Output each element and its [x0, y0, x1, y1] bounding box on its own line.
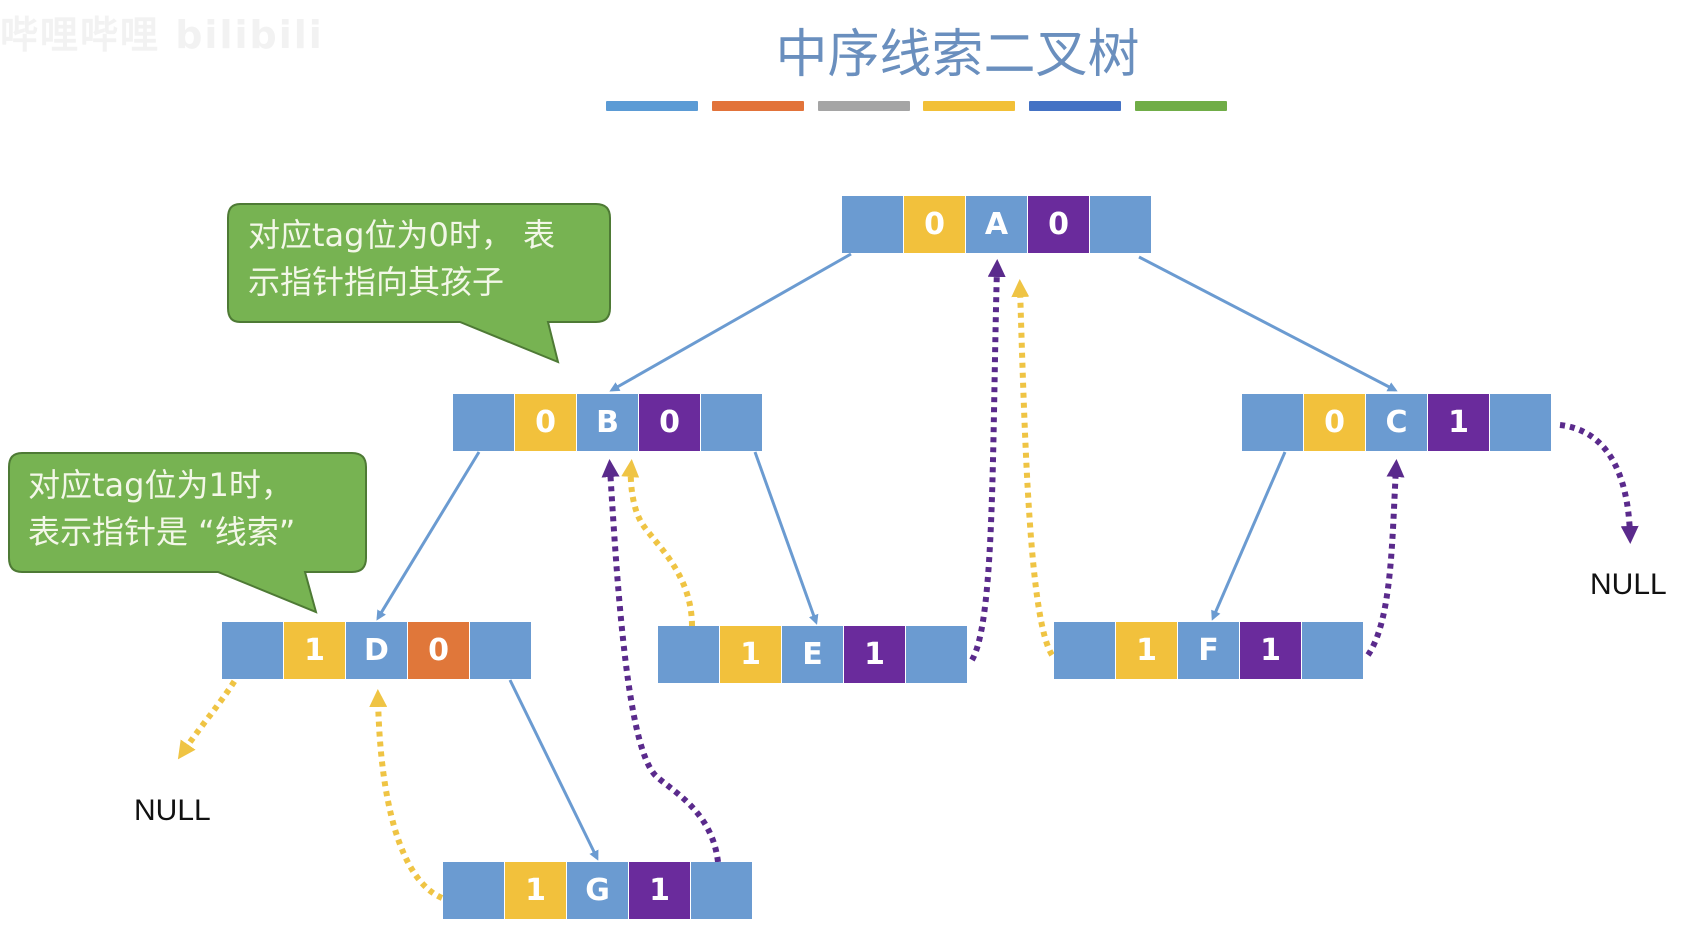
- slide-title: 中序线索二叉树: [0, 12, 1705, 87]
- lchild-cell: [1054, 622, 1115, 679]
- ltag-cell: 1: [720, 626, 781, 683]
- lchild-cell: [453, 394, 514, 451]
- thread-g-to-b: [601, 459, 721, 863]
- lchild-cell: [222, 622, 283, 679]
- ltag-cell: 0: [1304, 394, 1365, 451]
- color-bar-segment: [818, 101, 910, 111]
- thread-f-to-c: [1365, 459, 1405, 657]
- watermark: 哔哩哔哩 bilibili: [0, 13, 324, 57]
- data-cell: E: [782, 626, 843, 683]
- rchild-cell: [701, 394, 762, 451]
- null-label-left: NULL: [134, 794, 211, 827]
- ltag-cell: 1: [1116, 622, 1177, 679]
- thread-c-to-null: [1559, 422, 1639, 544]
- color-bar-segment: [1029, 101, 1121, 111]
- rchild-cell: [691, 862, 752, 919]
- callout-tag1-line2: 表示指针是 “线索”: [28, 513, 296, 551]
- child-edge-a-c: [1138, 255, 1398, 392]
- data-cell: B: [577, 394, 638, 451]
- data-cell: F: [1178, 622, 1239, 679]
- child-edge-d-g: [508, 679, 599, 861]
- thread-g-to-d: [369, 689, 444, 901]
- thread-e-to-b: [621, 459, 695, 627]
- callout-tag1: 对应tag位为1时， 表示指针是 “线索”: [28, 462, 295, 556]
- lchild-cell: [1242, 394, 1303, 451]
- rtag-cell: 1: [844, 626, 905, 683]
- callout-tag0-line1: 对应tag位为0时， 表: [248, 216, 556, 254]
- callout-bubble-tag0: [227, 203, 611, 364]
- color-bar-segment: [923, 101, 1015, 111]
- data-cell: A: [966, 196, 1027, 253]
- child-edge-a-b: [609, 252, 852, 392]
- slide-title-text: 中序线索二叉树: [775, 25, 1140, 85]
- thread-d-to-null: [177, 662, 247, 760]
- thread-e-to-a: [969, 259, 1006, 662]
- data-cell: D: [346, 622, 407, 679]
- data-cell: C: [1366, 394, 1427, 451]
- lchild-cell: [443, 862, 504, 919]
- child-edge-b-e: [753, 451, 819, 625]
- callout-bubble-tag1: [8, 452, 367, 614]
- child-edge-c-f: [1211, 451, 1287, 621]
- callout-tag1-line1: 对应tag位为1时，: [28, 466, 293, 504]
- ltag-cell: 0: [515, 394, 576, 451]
- callout-tag0: 对应tag位为0时， 表 示指针指向其孩子: [248, 212, 555, 306]
- rtag-cell: 0: [408, 622, 469, 679]
- ltag-cell: 0: [904, 196, 965, 253]
- rtag-cell: 0: [639, 394, 700, 451]
- rtag-cell: 1: [1428, 394, 1489, 451]
- color-bar-segment: [606, 101, 698, 111]
- rtag-cell: 1: [629, 862, 690, 919]
- child-edge-b-d: [376, 451, 481, 621]
- color-bar-segment: [1135, 101, 1227, 111]
- rchild-cell: [1090, 196, 1151, 253]
- lchild-cell: [658, 626, 719, 683]
- lchild-cell: [842, 196, 903, 253]
- callout-tag0-line2: 示指针指向其孩子: [248, 263, 505, 301]
- rchild-cell: [1302, 622, 1363, 679]
- color-bar-segment: [712, 101, 804, 111]
- rchild-cell: [1490, 394, 1551, 451]
- null-label-right: NULL: [1590, 568, 1667, 601]
- ltag-cell: 1: [505, 862, 566, 919]
- rchild-cell: [906, 626, 967, 683]
- rtag-cell: 0: [1028, 196, 1089, 253]
- ltag-cell: 1: [284, 622, 345, 679]
- rchild-cell: [470, 622, 531, 679]
- data-cell: G: [567, 862, 628, 919]
- rtag-cell: 1: [1240, 622, 1301, 679]
- thread-f-to-a: [1011, 279, 1055, 657]
